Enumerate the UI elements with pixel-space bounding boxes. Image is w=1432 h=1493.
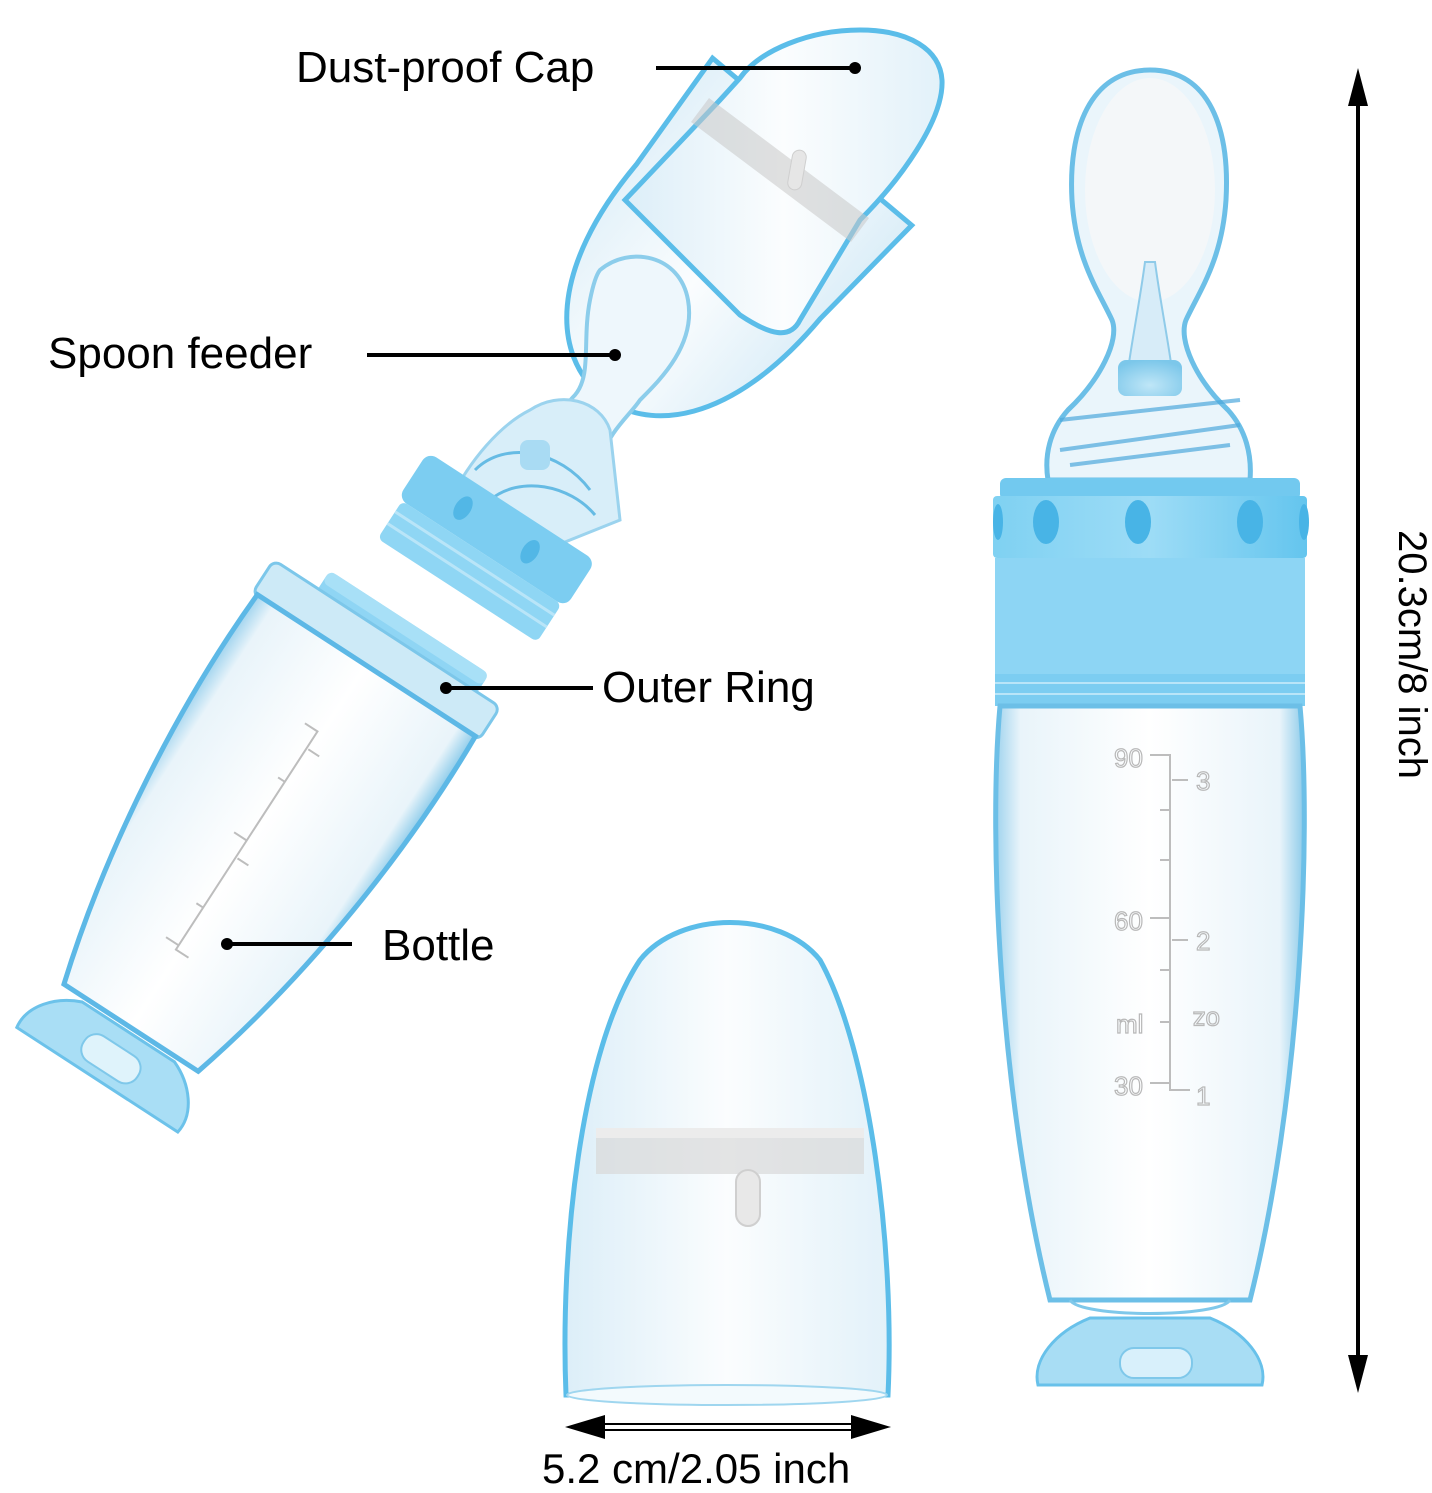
dust-proof-cap-upright bbox=[562, 920, 892, 1406]
spoon-feeder-image bbox=[379, 254, 692, 640]
scale-oz-unit: oz bbox=[1193, 1006, 1220, 1036]
height-dimension-label: 20.3cm/8 inch bbox=[1390, 530, 1432, 780]
scale-1oz: 1 bbox=[1196, 1081, 1210, 1111]
scale-ml-unit: ml bbox=[1116, 1009, 1143, 1039]
width-dimension-arrow bbox=[565, 1415, 891, 1439]
scale-60ml: 60 bbox=[1114, 906, 1143, 936]
callout-leader-lines bbox=[221, 62, 861, 950]
callout-dust-proof-cap: Dust-proof Cap bbox=[296, 43, 595, 92]
height-dimension-arrow bbox=[1348, 68, 1368, 1393]
measurement-scale-right bbox=[1150, 754, 1190, 1091]
width-dimension-label: 5.2 cm/2.05 inch bbox=[542, 1445, 851, 1492]
assembled-bottle: 90 60 30 ml 3 2 1 oz bbox=[993, 67, 1309, 1387]
callout-spoon-feeder: Spoon feeder bbox=[48, 329, 313, 378]
bottle-image bbox=[14, 561, 499, 1134]
scale-2oz: 2 bbox=[1196, 926, 1210, 956]
scale-3oz: 3 bbox=[1196, 766, 1210, 796]
callout-bottle: Bottle bbox=[382, 921, 495, 970]
callout-outer-ring: Outer Ring bbox=[602, 663, 815, 712]
scale-90ml: 90 bbox=[1114, 743, 1143, 773]
scale-30ml: 30 bbox=[1114, 1071, 1143, 1101]
